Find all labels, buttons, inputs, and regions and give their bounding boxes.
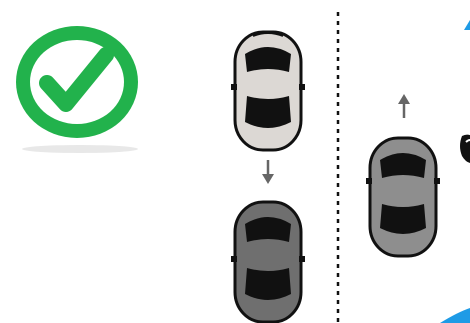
arrow-up-icon [398,94,410,118]
car-mid [366,138,440,256]
accent-mark-bottom [440,308,470,323]
check-circle-icon [16,26,138,153]
arrow-down-icon [262,160,274,184]
car-light [231,32,305,150]
car-dark [231,202,305,322]
person-icon [460,135,470,163]
accent-mark-top [464,20,470,30]
